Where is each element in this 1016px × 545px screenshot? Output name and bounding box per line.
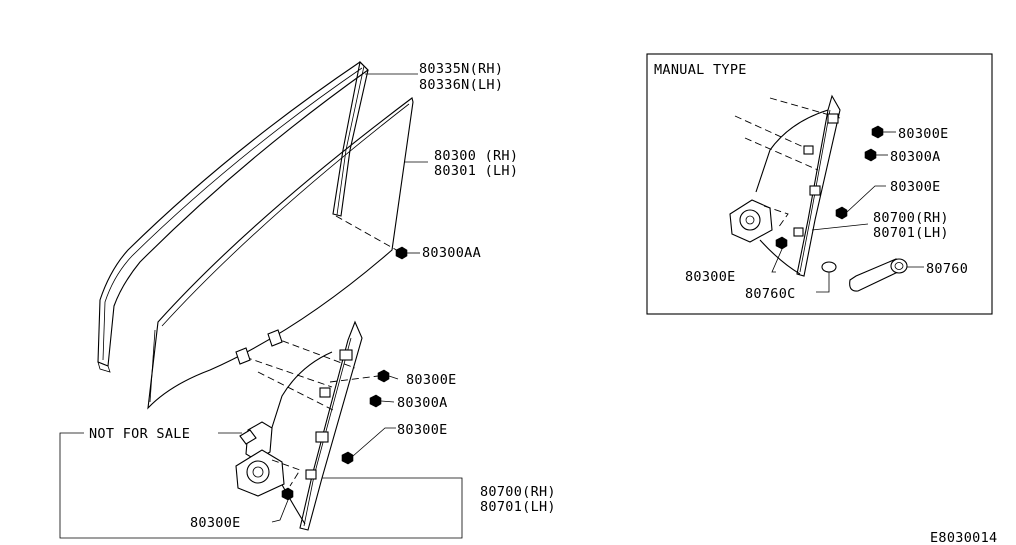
label-manual-bolt-e-1: 80300E (898, 126, 949, 142)
manual-bolt-e-middle-icon (835, 185, 886, 220)
regulator-bolt-e-lower-icon (341, 427, 396, 465)
label-handle: 80760 (926, 261, 968, 277)
label-glass-bolt: 80300AA (422, 245, 481, 261)
label-handle-washer: 80760C (745, 286, 796, 302)
manual-regulator-drawing (729, 94, 841, 277)
leader-manual-80700 (811, 223, 869, 231)
label-glass-lh: 80301 (LH) (434, 163, 518, 179)
label-manual-bolt-e-3: 80300E (685, 269, 736, 285)
label-glass-rh: 80300 (RH) (434, 148, 518, 164)
label-regulator-rh: 80700(RH) (480, 484, 556, 500)
leader-80760C (816, 272, 830, 293)
manual-type-title: MANUAL TYPE (654, 62, 747, 78)
label-bolt-e-3: 80300E (190, 515, 241, 531)
manual-bolt-e-lower-icon (771, 236, 788, 273)
label-manual-bolt-a: 80300A (890, 149, 941, 165)
label-manual-bolt-e-2: 80300E (890, 179, 941, 195)
regulator-bolt-guide-dash (329, 375, 379, 383)
label-manual-regulator-rh: 80700(RH) (873, 210, 949, 226)
not-for-sale-bracket (59, 432, 463, 539)
weatherstrip-channel-drawing (97, 60, 369, 373)
label-weatherstrip-rh: 80335N(RH) (419, 61, 503, 77)
regulator-bolt-a-icon (369, 394, 395, 408)
label-manual-regulator-lh: 80701(LH) (873, 225, 949, 241)
regulator-bolt-e-upper-icon (377, 369, 399, 383)
glass-bolt-icon (395, 246, 413, 260)
label-weatherstrip-lh: 80336N(LH) (419, 77, 503, 93)
label-bolt-a: 80300A (397, 395, 448, 411)
label-not-for-sale: NOT FOR SALE (89, 426, 190, 442)
window-handle-icon (849, 258, 908, 292)
glass-bolt-guide-dash (335, 215, 401, 253)
label-regulator-lh: 80701(LH) (480, 499, 556, 515)
handle-washer-icon (821, 261, 837, 273)
manual-type-frame (646, 53, 993, 315)
label-bolt-e-1: 80300E (406, 372, 457, 388)
door-glass-drawing (147, 97, 414, 410)
diagram-code: E8030014 (930, 530, 997, 545)
label-bolt-e-2: 80300E (397, 422, 448, 438)
regulator-bolt-e-bottom-icon (271, 487, 294, 523)
manual-bolt-e-upper-icon (871, 125, 896, 139)
manual-bolt-a-icon (864, 148, 888, 162)
main-regulator-drawing (235, 320, 363, 531)
